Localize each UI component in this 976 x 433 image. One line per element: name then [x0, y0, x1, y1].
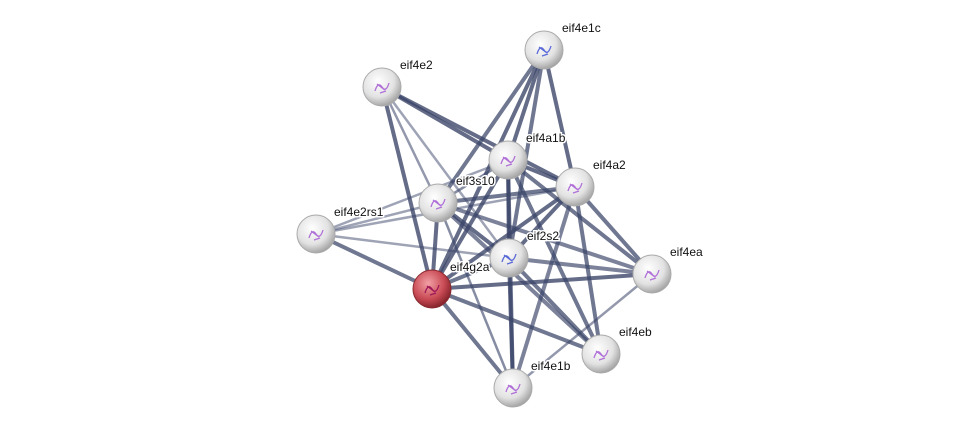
node-label: eif4ea: [670, 245, 703, 259]
protein-structure-icon: [430, 198, 446, 210]
node-label: eif4a1b: [526, 131, 566, 145]
edge-eif4a2-eif4eb[interactable]: [573, 186, 603, 355]
edge-eif4e1c-eif3s10[interactable]: [436, 48, 546, 205]
node-label: eif4e2: [400, 58, 433, 72]
node-label: eif4eb: [619, 325, 652, 339]
edge-eif3s10-eif4e1b[interactable]: [436, 202, 515, 389]
node-eif4a2[interactable]: eif4a2: [555, 157, 628, 207]
node-label: eif3s10: [456, 174, 495, 188]
protein-structure-icon: [505, 383, 521, 395]
protein-structure-icon: [536, 45, 552, 57]
node-eif4e2[interactable]: eif4e2: [362, 57, 435, 107]
edge-eif4e1c-eif4g2a[interactable]: [430, 49, 546, 290]
node-label: eif4g2a: [450, 260, 490, 274]
edge-eif4e1c-eif4a2[interactable]: [542, 49, 577, 188]
protein-structure-icon: [374, 82, 390, 94]
protein-structure-icon: [644, 269, 660, 281]
edge-eif2s2-eif4e1b[interactable]: [507, 257, 515, 389]
edge-eif4e2-eif4g2a[interactable]: [380, 86, 434, 290]
edge-eif4a2-eif3s10[interactable]: [437, 185, 576, 205]
edge-eif4g2a-eif4ea[interactable]: [431, 272, 653, 291]
protein-structure-icon: [308, 229, 324, 241]
edge-eif4a2-eif4e1b[interactable]: [511, 186, 577, 389]
edge-eif4a1b-eif4g2a[interactable]: [430, 158, 510, 291]
edge-eif4e2-eif3s10[interactable]: [380, 86, 440, 204]
node-label: eif4a2: [593, 158, 626, 172]
node-eif4g2a[interactable]: eif4g2a: [412, 259, 491, 309]
edge-eif4ea-eif4e1b[interactable]: [512, 273, 653, 389]
edge-eif4e2-eif4a2[interactable]: [381, 85, 576, 189]
edge-eif4g2a-eif4e1b[interactable]: [430, 287, 515, 390]
node-label: eif4e1b: [531, 359, 571, 373]
edge-eif3s10-eif4ea[interactable]: [437, 201, 653, 276]
protein-structure-icon: [424, 284, 440, 296]
edge-eif3s10-eif4eb[interactable]: [436, 201, 603, 356]
node-eif4e1c[interactable]: eif4e1c: [524, 20, 602, 70]
protein-structure-icon: [500, 155, 516, 167]
node-eif4e2rs1[interactable]: eif4e2rs1: [296, 204, 385, 254]
protein-structure-icon: [501, 253, 517, 265]
protein-structure-icon: [567, 182, 583, 194]
nodes-layer: eif4e1c eif4e2 eif4a1b eif4a2 eif3s10 eif4e2r…: [296, 20, 705, 408]
edge-eif4e2rs1-eif2s2[interactable]: [315, 232, 510, 260]
edge-eif4e2rs1-eif4a1b[interactable]: [315, 158, 509, 236]
node-eif3s10[interactable]: eif3s10: [418, 173, 497, 223]
edge-eif2s2-eif4ea[interactable]: [508, 256, 653, 276]
edge-eif2s2-eif4eb[interactable]: [507, 256, 603, 356]
node-label: eif4e1c: [562, 21, 601, 35]
protein-structure-icon: [593, 349, 609, 361]
node-eif4e1b[interactable]: eif4e1b: [493, 358, 572, 408]
node-label: eif4e2rs1: [334, 205, 384, 219]
edge-eif4e2rs1-eif3s10[interactable]: [315, 201, 439, 236]
node-eif4ea[interactable]: eif4ea: [632, 244, 705, 294]
edge-eif4a2-eif4g2a[interactable]: [430, 185, 577, 291]
node-eif4a1b[interactable]: eif4a1b: [488, 130, 567, 180]
node-eif4eb[interactable]: eif4eb: [581, 324, 654, 374]
edge-eif4g2a-eif4eb[interactable]: [431, 287, 602, 356]
node-label: eif2s2: [527, 229, 559, 243]
edge-eif4e2-eif2s2[interactable]: [380, 86, 511, 259]
edge-eif4e2rs1-eif4g2a[interactable]: [315, 232, 433, 291]
node-eif2s2[interactable]: eif2s2: [489, 228, 561, 278]
